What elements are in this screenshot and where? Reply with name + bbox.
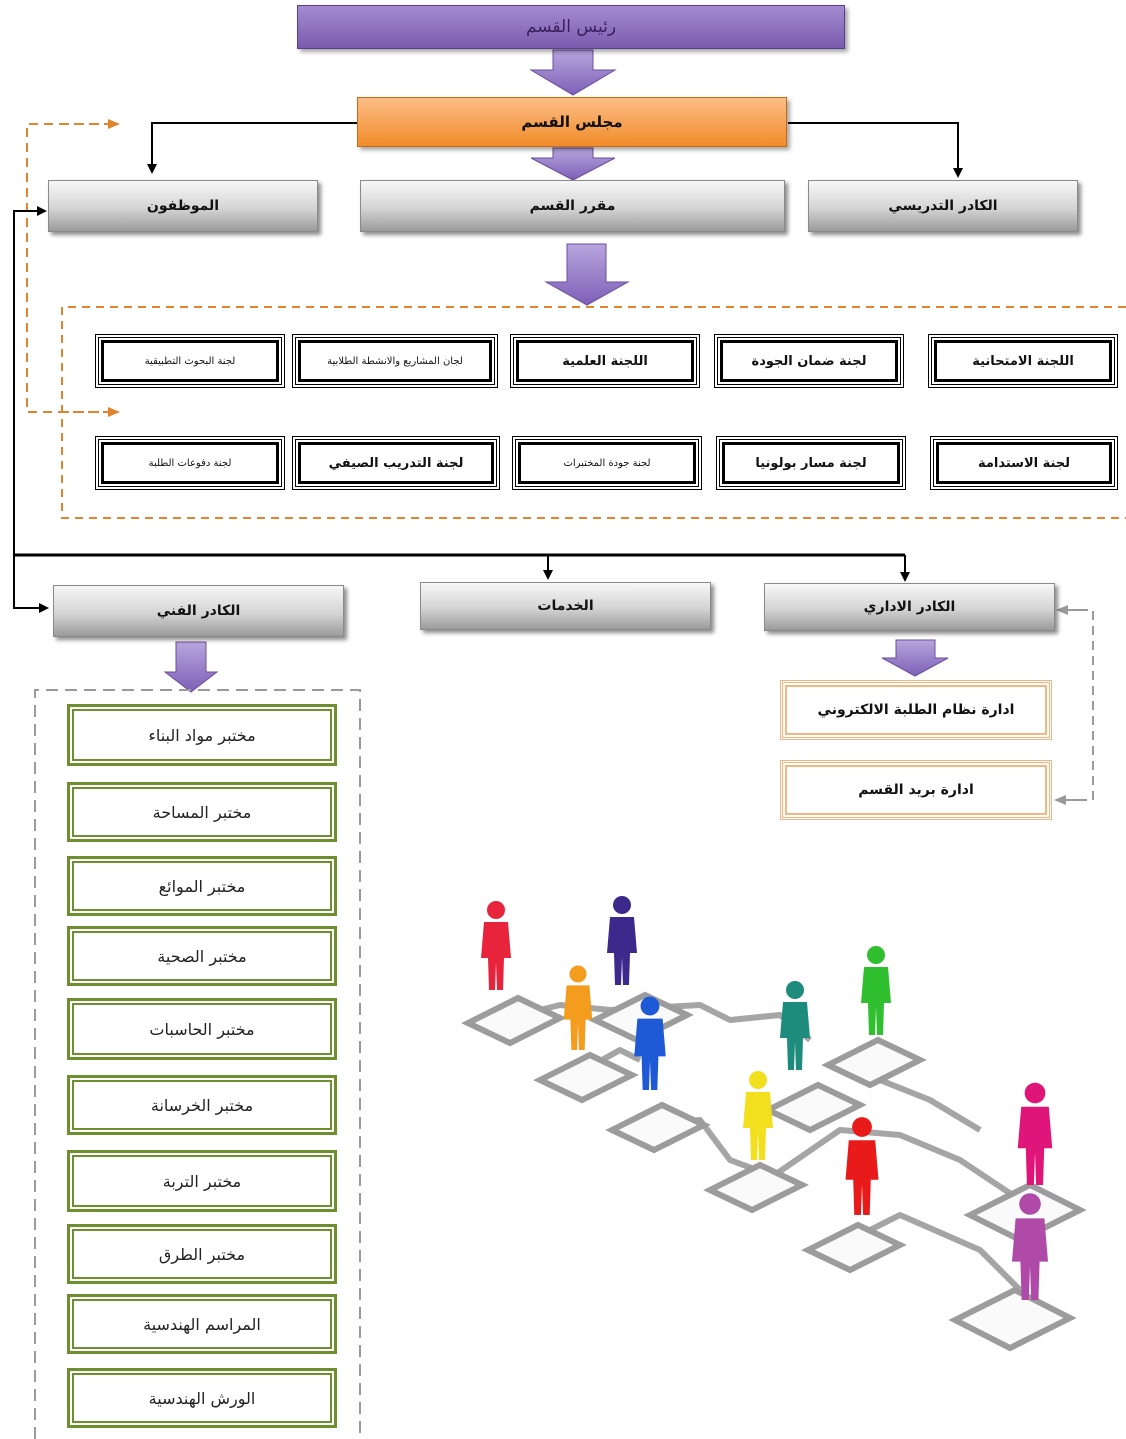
- committee-quality: لجنة ضمان الجودة: [714, 334, 904, 388]
- committees-frame: [61, 306, 1126, 519]
- committee-scientific: اللجنة العلمية: [510, 334, 700, 388]
- lab-computers: مختبر الحاسبات: [67, 998, 337, 1060]
- committee-student-payments: لجنة دفوعات الطلبة: [95, 436, 285, 490]
- labs-frame: [34, 689, 361, 1439]
- purple-arrow-3: [544, 243, 630, 306]
- admin-unit-mail: ادارة بريد القسم: [780, 760, 1052, 820]
- services-box: الخدمات: [420, 582, 711, 630]
- purple-arrow-4: [163, 641, 219, 693]
- people-network-illustration: [461, 991, 1087, 1352]
- rapporteur-box: مقرر القسم: [360, 180, 785, 232]
- committee-lab-quality: لجنة جودة المختبرات: [512, 436, 702, 490]
- engineering-drawing-studios: المراسم الهندسية: [67, 1294, 337, 1354]
- connector-council-teaching: [788, 122, 963, 178]
- committee-summer-training: لجنة التدريب الصيفي: [292, 436, 500, 490]
- department-head-box: رئيس القسم: [297, 5, 845, 49]
- connector-left-spine: [13, 206, 47, 555]
- committee-exam: اللجنة الامتحانية: [928, 334, 1118, 388]
- connector-council-staff: [147, 122, 360, 174]
- dashed-orange-loop: [26, 123, 118, 413]
- committee-applied-research: لجنة البحوث التطبيقية: [95, 334, 285, 388]
- teaching-staff-box: الكادر التدريسي: [808, 180, 1078, 232]
- admin-staff-box: الكادر الاداري: [764, 583, 1055, 631]
- lab-soil: مختبر التربة: [67, 1150, 337, 1212]
- staff-box: الموظفون: [48, 180, 318, 232]
- lab-building-materials: مختبر مواد البناء: [67, 704, 337, 766]
- lab-surveying: مختبر المساحة: [67, 782, 337, 842]
- department-council-box: مجلس القسم: [357, 97, 787, 147]
- committee-sustainability: لجنة الاستدامة: [930, 436, 1118, 490]
- purple-arrow-2: [530, 147, 616, 181]
- committee-projects: لجان المشاريع والانشطة الطلابية: [292, 334, 498, 388]
- admin-unit-student-system: ادارة نظام الطلبة الالكتروني: [780, 680, 1052, 740]
- dashed-gray-loop: [1062, 609, 1094, 801]
- committee-bologna: لجنة مسار بولونيا: [716, 436, 906, 490]
- purple-arrow-5: [881, 639, 949, 677]
- lab-fluids: مختبر الموائع: [67, 856, 337, 916]
- lab-concrete: مختبر الخرسانة: [67, 1075, 337, 1135]
- engineering-workshops: الورش الهندسية: [67, 1368, 337, 1428]
- lab-roads: مختبر الطرق: [67, 1224, 337, 1284]
- technical-staff-box: الكادر الفني: [53, 585, 344, 637]
- purple-arrow-1: [529, 49, 617, 96]
- lab-sanitary: مختبر الصحية: [67, 926, 337, 986]
